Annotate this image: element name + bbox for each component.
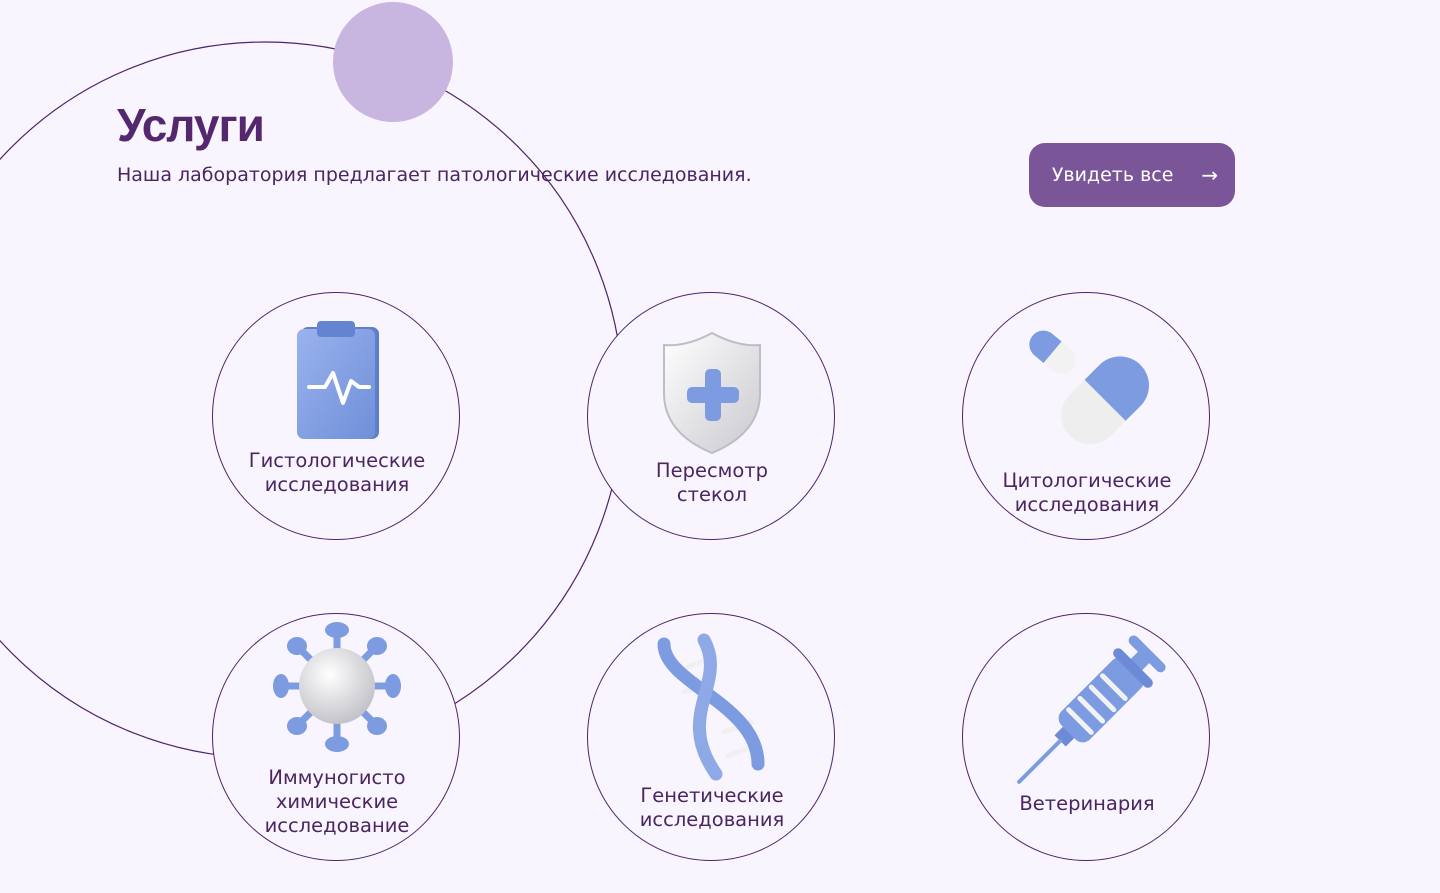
- decor-filled-circle: [333, 2, 453, 122]
- shield-cross-icon: [663, 331, 761, 455]
- dna-icon: [657, 633, 765, 781]
- page-subtitle: Наша лаборатория предлагает патологическ…: [117, 164, 752, 186]
- syringe-icon: [1017, 635, 1166, 784]
- service-card-veterinary[interactable]: Ветеринария: [962, 613, 1210, 861]
- see-all-button[interactable]: Увидеть все →: [1029, 143, 1235, 207]
- virus-icon: [273, 622, 401, 752]
- clipboard-pulse-icon: [297, 321, 379, 439]
- service-label: Ветеринария: [1019, 792, 1155, 815]
- see-all-label: Увидеть все: [1051, 164, 1174, 186]
- pill-capsule-icon: [1029, 330, 1149, 445]
- arrow-right-icon: →: [1201, 163, 1219, 187]
- page-title: Услуги: [117, 99, 265, 151]
